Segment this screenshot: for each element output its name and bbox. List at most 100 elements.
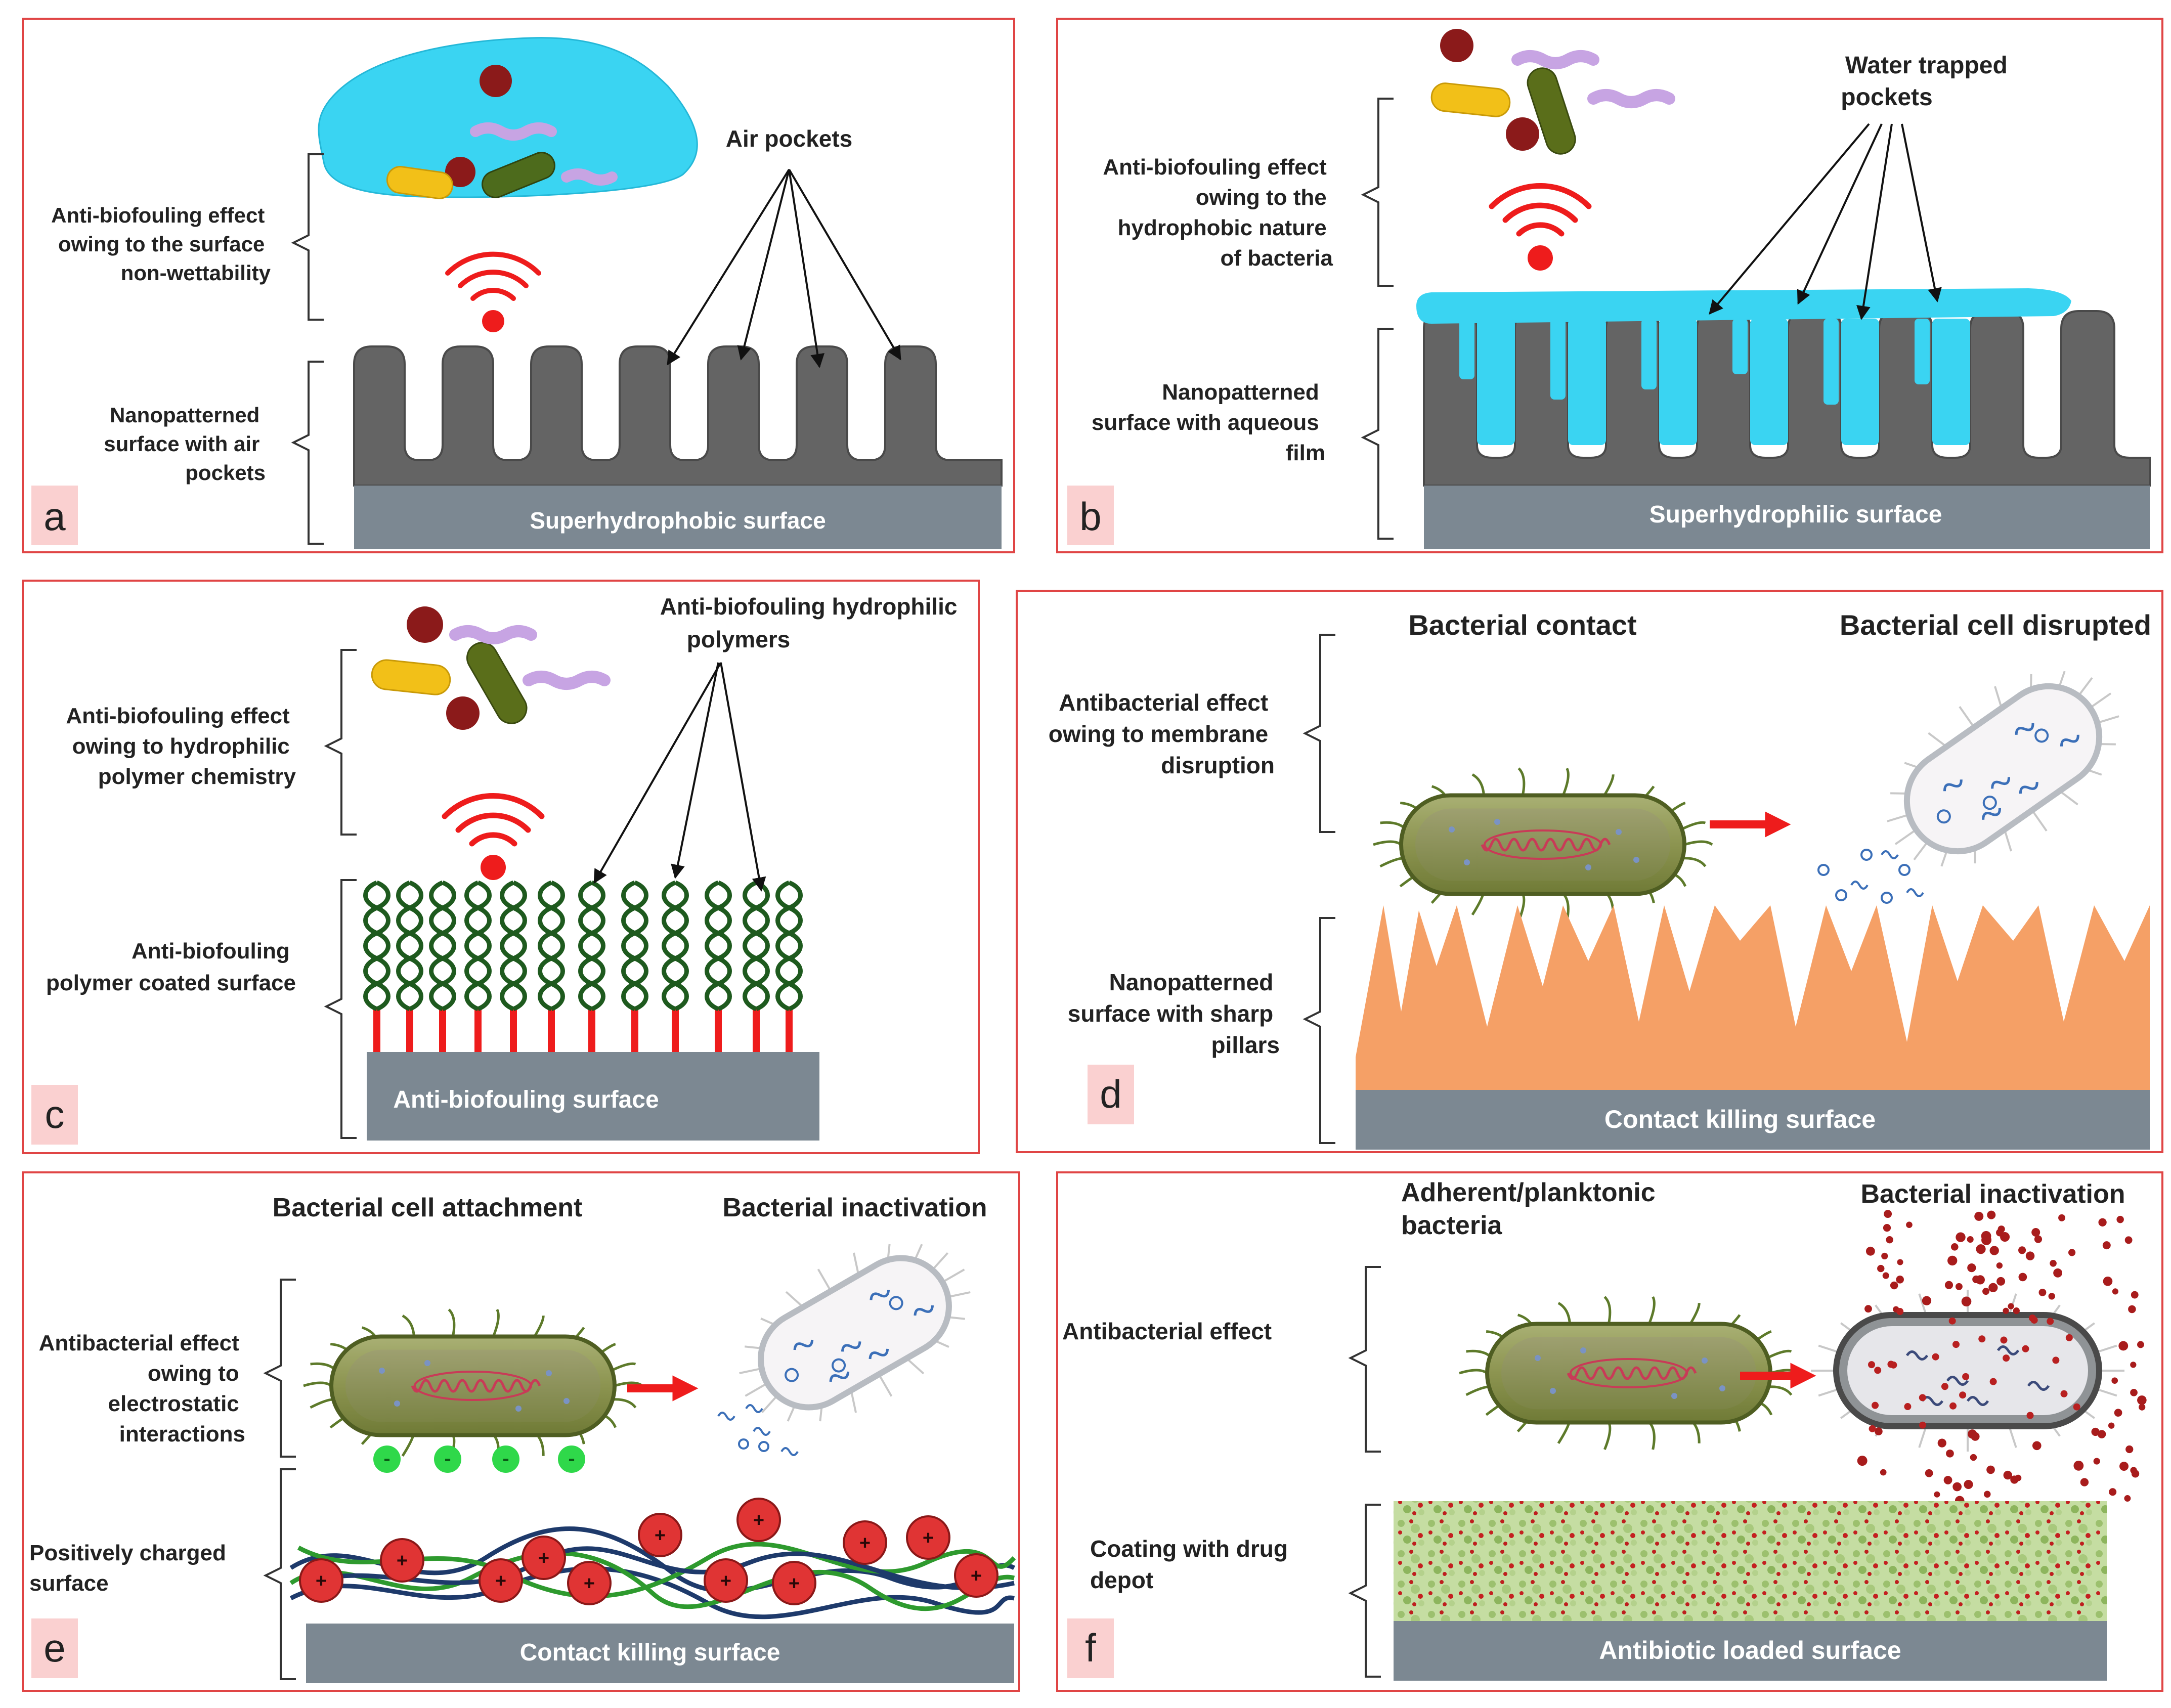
drug-particle (2003, 1470, 2012, 1480)
polymer-strand (712, 880, 732, 1012)
signal-icon (445, 251, 541, 332)
polymer-strand (775, 880, 796, 1012)
drug-particle (2031, 1228, 2040, 1237)
drug-particle (1970, 1454, 1977, 1461)
drug-particle (1967, 1263, 1976, 1273)
heading-inactivation: Bacterial inactivation (722, 1193, 987, 1222)
callout-label: Water trapped pockets (1841, 52, 2014, 111)
drug-particle (1964, 1479, 1973, 1490)
drug-particle (1884, 1210, 1892, 1218)
polymer-anchor (548, 1009, 555, 1052)
drug-particle (1988, 1283, 1998, 1292)
brace-label-surface: Nanopatterned surface with air pockets (104, 403, 266, 485)
drug-particle (1976, 1244, 1986, 1254)
drug-particle (2050, 1259, 2057, 1267)
drug-particle (2052, 1356, 2060, 1364)
dna-tangle (1570, 1358, 1688, 1388)
drug-particle (1987, 1210, 1996, 1219)
polymer-strand (500, 880, 520, 1012)
drug-particle (2093, 1458, 2100, 1465)
drug-particle (2018, 1273, 2027, 1282)
drug-particle (2032, 1441, 2042, 1451)
positive-charge (906, 1515, 950, 1560)
drug-particle (2130, 1362, 2137, 1368)
ghost-cell (739, 1244, 971, 1422)
polymer-strand (429, 880, 449, 1012)
polymer-anchor (439, 1009, 446, 1052)
drug-particle (2060, 1390, 2068, 1397)
brace (1348, 1266, 1381, 1453)
drug-particle (2030, 1317, 2038, 1324)
panel-f: Adherent/planktonic bacteria Bacterial i… (1056, 1171, 2163, 1692)
bacterial-cell-intact (1373, 767, 1713, 922)
panel-d: Bacterial contact Bacterial cell disrupt… (1016, 590, 2163, 1153)
ribosome (394, 1400, 400, 1407)
water-droplet (318, 37, 698, 198)
callout-arrows (667, 168, 901, 368)
drug-particle (1868, 1361, 1876, 1369)
substrate-block (1394, 1621, 2107, 1681)
bacteria-cluster (371, 606, 611, 730)
polymer-anchor (588, 1009, 595, 1052)
drug-particle (1967, 1236, 1974, 1243)
signal-icon (442, 793, 545, 880)
rod-yellow (371, 659, 451, 695)
bacterial-cell-intact (303, 1308, 643, 1463)
polymer-strand (396, 880, 416, 1012)
polymer-brush (363, 880, 803, 1052)
drug-particle (2103, 1276, 2113, 1286)
callout-arrows (593, 662, 766, 892)
purple-bacterium (1587, 89, 1675, 108)
dna-fragment (841, 1341, 861, 1352)
drug-particle (2008, 1303, 2014, 1309)
drug-particle (1989, 1378, 1997, 1385)
drug-particle (2102, 1241, 2111, 1250)
brace-label-surface: Positively charged surface (29, 1541, 232, 1596)
polymer-strand (669, 880, 689, 1012)
drug-particle (1896, 1276, 1904, 1284)
substrate-label: Anti-biofouling surface (393, 1086, 659, 1113)
polymer-strand (507, 880, 527, 1012)
drug-particle (2073, 1403, 2080, 1411)
drug-particle (1982, 1288, 1989, 1295)
drug-particle (2018, 1246, 2026, 1254)
drug-particle (2130, 1467, 2137, 1474)
released-content (1906, 888, 1924, 897)
released-content (758, 1441, 769, 1452)
purple-bacterium (561, 168, 618, 186)
brace-label-surface: Anti-biofouling polymer coated surface (46, 939, 296, 995)
positive-charge (380, 1538, 424, 1583)
drug-particle (2114, 1409, 2122, 1417)
released-content (1881, 850, 1899, 859)
brace (1361, 328, 1394, 540)
drug-particle (2108, 1422, 2115, 1429)
flagellum (745, 1382, 768, 1397)
drug-particle (1874, 1367, 1882, 1374)
flagellum (878, 1374, 893, 1397)
brace-label-effect: Antibacterial effect owing to membrane d… (1049, 689, 1275, 778)
heading-bacteria: Adherent/planktonic bacteria (1401, 1178, 1663, 1240)
polymer-fiber (289, 1566, 1015, 1619)
purple-bacterium (470, 122, 557, 141)
released-content (745, 1404, 763, 1413)
positive-sign: + (859, 1532, 871, 1554)
positive-charge (522, 1536, 566, 1580)
polymer-fiber (289, 1551, 1015, 1611)
polymer-fiber (302, 1546, 1015, 1591)
positive-sign: + (720, 1570, 731, 1592)
drug-particle (2000, 1336, 2008, 1344)
brace-label-effect: Antibacterial effect (1062, 1318, 1272, 1344)
drug-particle (2125, 1445, 2134, 1454)
drug-depot-coating (1394, 1501, 2107, 1623)
drug-particle (1865, 1246, 1875, 1256)
drug-particle (1880, 1469, 1887, 1476)
drug-particle (1906, 1221, 1913, 1229)
panel-letter: e (44, 1626, 65, 1670)
vesicle (1936, 809, 1951, 824)
sharp-pillars (1356, 905, 2150, 1092)
polymer-strand (436, 880, 456, 1012)
negative-sign: - (383, 1448, 390, 1470)
purple-bacterium (523, 671, 611, 690)
drug-particle (1897, 1259, 1903, 1265)
